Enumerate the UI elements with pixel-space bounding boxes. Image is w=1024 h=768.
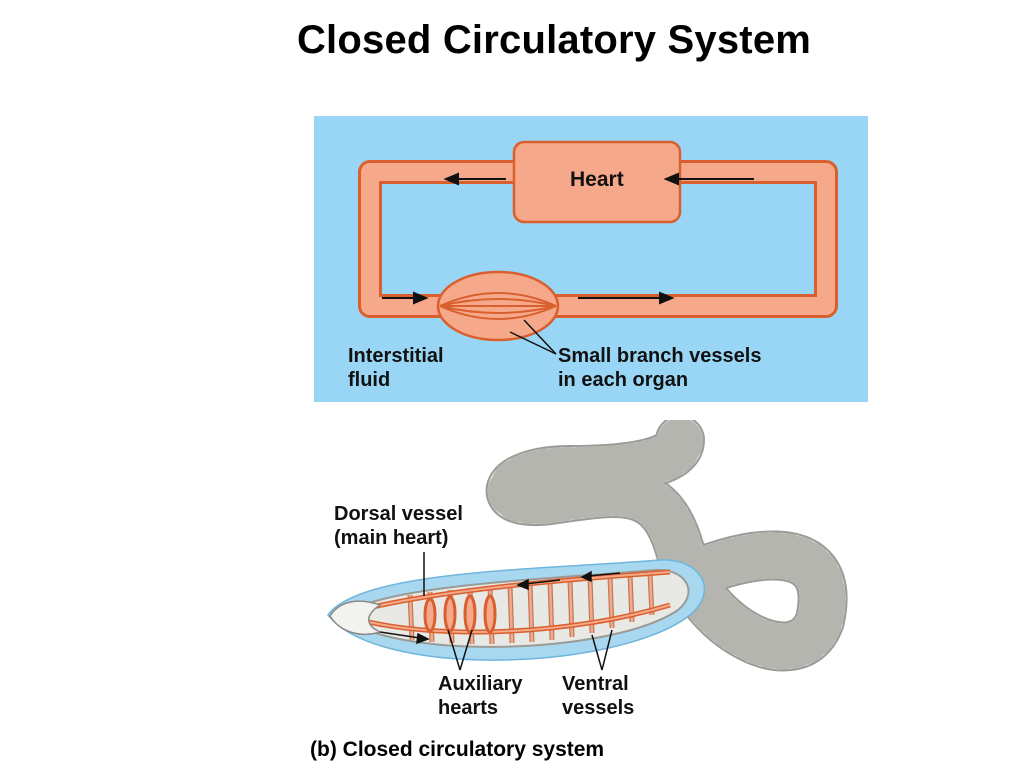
label-pointers	[423, 552, 613, 671]
interstitial-fluid-label: Interstitial fluid	[348, 345, 444, 391]
worm-tail	[486, 420, 848, 672]
figure-caption: (b) Closed circulatory system	[310, 738, 605, 761]
auxiliary-hearts	[423, 594, 497, 634]
worm-head	[329, 600, 383, 636]
branch-pointers	[509, 319, 557, 355]
heart-label: Heart	[570, 168, 624, 191]
flow-arrows	[382, 172, 754, 305]
earthworm-svg	[327, 420, 848, 672]
earthworm-diagram: Dorsal vessel (main heart) Auxiliary hea…	[320, 420, 860, 740]
auxiliary-hearts-label: Auxiliary hearts	[438, 673, 523, 719]
worm-flow-arrows	[379, 570, 621, 645]
dorsal-vessel-inner	[359, 571, 671, 611]
ventral-vessels-label: Ventral vessels	[562, 673, 635, 719]
ventral-vessel-inner	[359, 604, 671, 633]
dorsal-vessel-label: Dorsal vessel (main heart)	[334, 503, 463, 549]
small-branch-vessels-label: Small branch vessels in each organ	[558, 345, 762, 391]
circuit-svg	[358, 140, 838, 355]
heart-chamber	[512, 140, 682, 224]
page-title: Closed Circulatory System	[296, 18, 812, 62]
capillary-lines	[439, 292, 557, 320]
closed-circuit-diagram: Heart Interstitial fluid Small branch ve…	[314, 116, 868, 402]
